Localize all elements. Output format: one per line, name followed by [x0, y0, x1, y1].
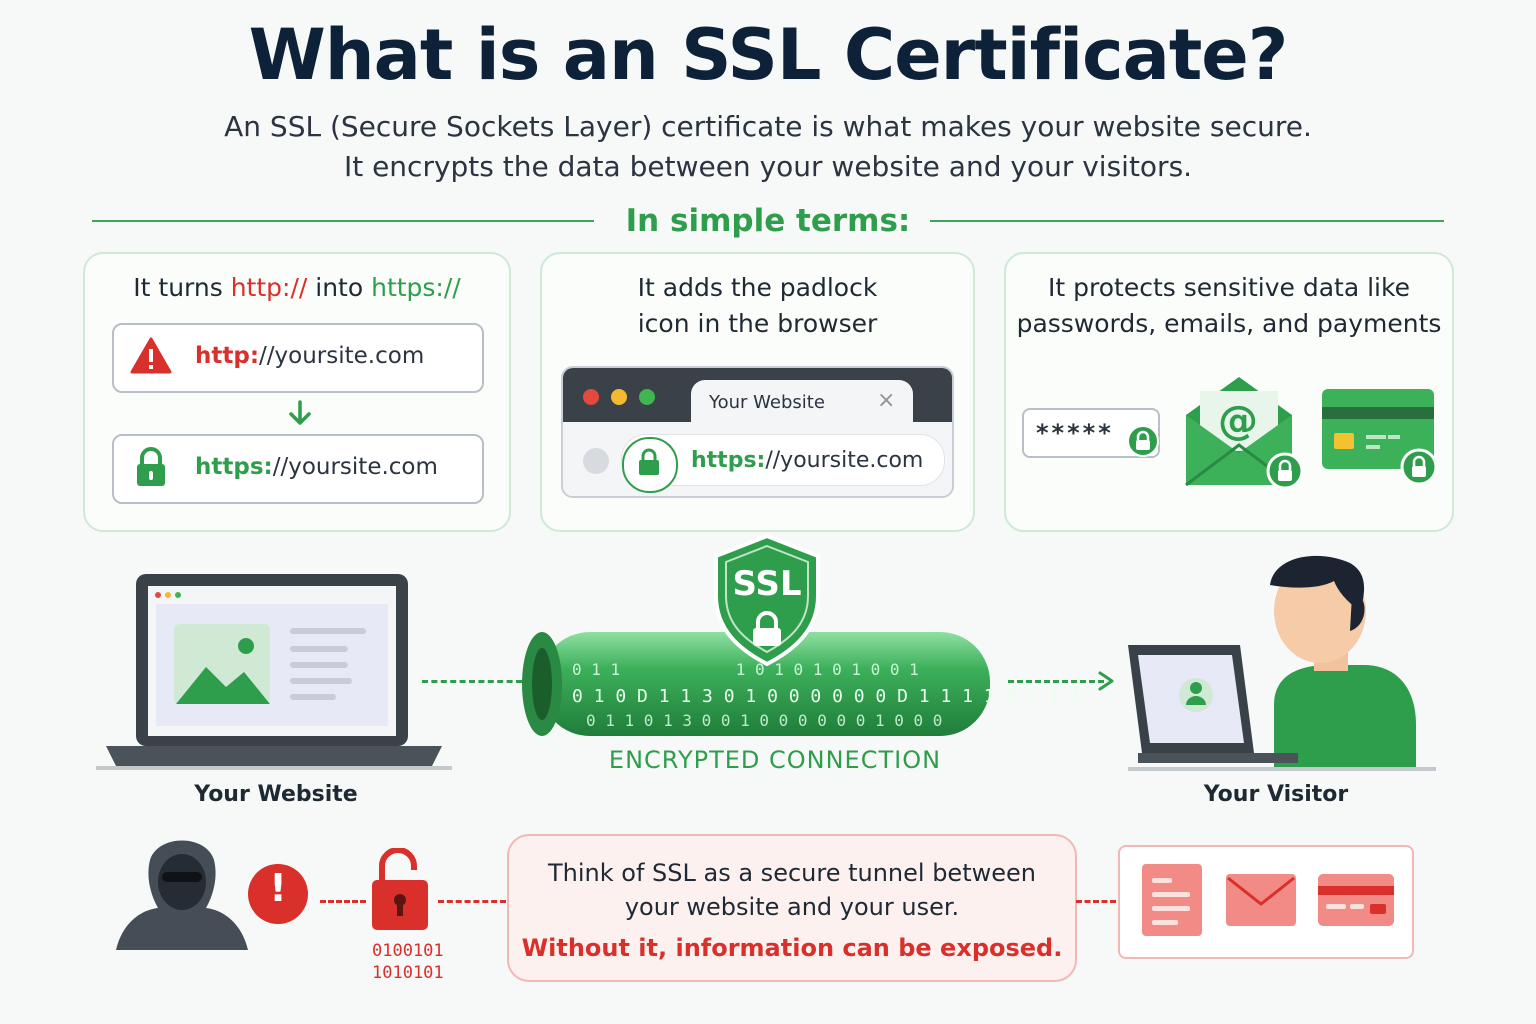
- subtitle-line-2: It encrypts the data between your websit…: [343, 150, 1193, 183]
- exposed-email-icon: [1226, 874, 1296, 926]
- binary-row-2: 0 1 0 D 1 1 3 0 1 0 0 0 0 0 0 D 1 1 1 1 …: [572, 686, 1082, 707]
- red-dashed-line-3: [1076, 900, 1116, 903]
- panel3-title: It protects sensitive data like password…: [1004, 270, 1454, 342]
- address-url-rest: //yoursite.com: [765, 448, 924, 473]
- red-dashed-line-1: [320, 900, 366, 903]
- address-url-text: https://yoursite.com: [691, 448, 923, 473]
- note-line-2: your website and your user.: [624, 893, 960, 921]
- window-maximize-dot: [639, 389, 655, 405]
- panel1-title-into: into: [315, 273, 364, 302]
- panel2-title: It adds the padlock icon in the browser: [540, 270, 975, 342]
- visitor-caption: Your Visitor: [1203, 782, 1349, 807]
- subtitle-line-1: An SSL (Secure Sockets Layer) certificat…: [224, 110, 1312, 143]
- panel3-title-line-2: passwords, emails, and payments: [1016, 309, 1442, 338]
- note-text: Think of SSL as a secure tunnel between …: [509, 856, 1075, 924]
- https-scheme: https:: [195, 454, 273, 480]
- card-lock-icon: [1400, 448, 1438, 486]
- warning-icon: [130, 337, 172, 374]
- tab-close-icon[interactable]: ×: [877, 388, 896, 413]
- section-label: In simple terms:: [625, 203, 911, 239]
- visitor-illustration: [1128, 555, 1436, 771]
- http-scheme: http:: [195, 343, 260, 369]
- password-lock-icon: [1127, 425, 1159, 457]
- padlock-icon: [137, 447, 165, 486]
- panel1-title-https: https://: [371, 273, 461, 302]
- leaked-binary: 0100101 1010101: [372, 940, 444, 984]
- unlocked-padlock-icon: [372, 848, 428, 930]
- red-dashed-line-2: [438, 900, 506, 903]
- panel2-title-line-1: It adds the padlock: [637, 273, 878, 302]
- browser-tab[interactable]: [691, 380, 913, 428]
- email-at-symbol: @: [1218, 398, 1258, 444]
- http-url-rest: //yoursite.com: [259, 343, 425, 369]
- email-lock-icon: [1266, 452, 1304, 490]
- http-url-text: http://yoursite.com: [195, 343, 424, 369]
- leaked-binary-line-1: 0100101: [372, 941, 444, 961]
- https-url-text: https://yoursite.com: [195, 454, 438, 480]
- panel1-title-http: http://: [230, 273, 308, 302]
- hacker-icon: [116, 840, 248, 950]
- dashed-line-left: [422, 680, 522, 683]
- ssl-shield-icon: [714, 534, 820, 666]
- divider-right: [930, 220, 1444, 222]
- panel3-title-line-1: It protects sensitive data like: [1048, 273, 1410, 302]
- dashed-line-right: [1008, 680, 1104, 683]
- document-icon: [1142, 864, 1202, 936]
- address-padlock-icon: [639, 448, 659, 475]
- arrow-right-icon: [1098, 671, 1114, 691]
- arrow-down-icon: [289, 400, 311, 425]
- exposed-card-icon: [1318, 874, 1394, 926]
- binary-row-1: 0 1 1 1 0 1 0 1 0 1 0 0 1: [572, 660, 919, 679]
- note-line-1: Think of SSL as a secure tunnel between: [548, 859, 1036, 887]
- website-laptop-icon: [96, 574, 452, 770]
- leaked-binary-line-2: 1010101: [372, 963, 444, 983]
- binary-row-3: 0 1 1 0 1 3 0 0 1 0 0 0 0 0 0 1 0 0 0: [586, 711, 943, 730]
- https-url-rest: //yoursite.com: [272, 454, 438, 480]
- page-title: What is an SSL Certificate?: [248, 14, 1289, 96]
- back-button-icon[interactable]: [583, 448, 609, 474]
- password-mask: *****: [1036, 419, 1114, 447]
- address-url-scheme: https:: [691, 448, 766, 473]
- ssl-shield-label: SSL: [732, 564, 802, 604]
- note-warning: Without it, information can be exposed.: [521, 934, 1063, 962]
- browser-tab-label: Your Website: [709, 392, 825, 413]
- http-url-box: [112, 323, 484, 393]
- window-close-dot: [583, 389, 599, 405]
- panel1-title-prefix: It turns: [133, 273, 223, 302]
- encrypted-connection-label: ENCRYPTED CONNECTION: [608, 746, 942, 774]
- ssl-note-box: Think of SSL as a secure tunnel between …: [507, 834, 1077, 982]
- window-minimize-dot: [611, 389, 627, 405]
- encrypted-tunnel: [522, 632, 990, 736]
- https-url-box: [112, 434, 484, 504]
- panel2-title-line-2: icon in the browser: [637, 309, 878, 338]
- envelope-icon: [1185, 377, 1293, 487]
- credit-card-icon: [1322, 389, 1434, 469]
- alert-exclamation: !: [269, 866, 287, 910]
- divider-left: [92, 220, 594, 222]
- website-caption: Your Website: [194, 782, 358, 807]
- browser-window: Your Website ×: [561, 366, 954, 498]
- alert-icon: [248, 864, 308, 924]
- panel1-title: It turns http:// into https://: [83, 270, 511, 306]
